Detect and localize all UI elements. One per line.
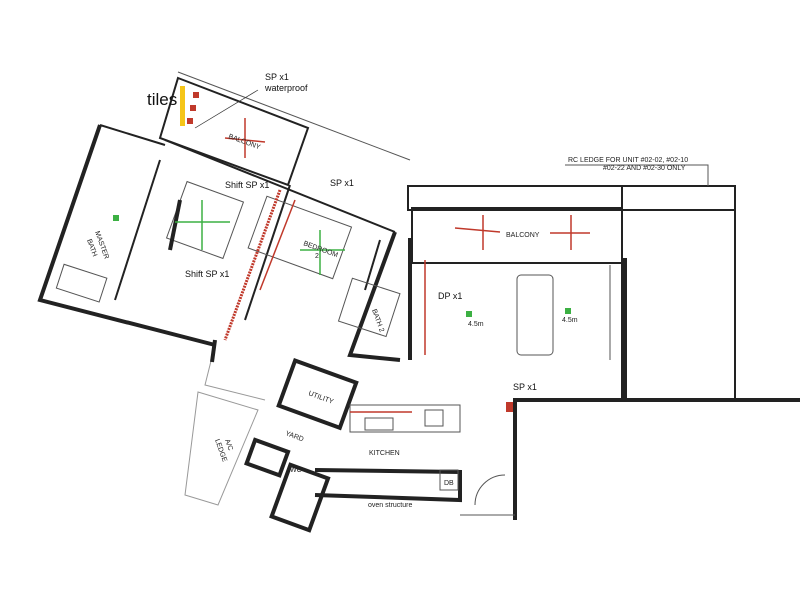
shift-sp-note: Shift SP x1 — [225, 180, 269, 190]
room-label-yard: YARD — [284, 430, 304, 443]
room-label-bedroom-2: 2 — [315, 253, 319, 260]
room-label-balcony-main: BALCONY — [506, 232, 540, 239]
green-markers — [113, 200, 571, 317]
height-label: 4.5m — [562, 317, 578, 324]
dp-note: DP x1 — [438, 291, 462, 301]
room-label-db: DB — [444, 480, 454, 487]
sp-note: SP x1 — [330, 178, 354, 188]
room-label-utility: UTILITY — [307, 390, 334, 406]
living-block — [407, 164, 800, 520]
waterproof-note: waterproof — [264, 83, 308, 93]
service-block — [184, 357, 515, 533]
rc-ledge-note: RC LEDGE FOR UNIT #02-02, #02-10 — [568, 157, 688, 164]
left-balcony — [158, 71, 411, 187]
room-label-ac-ledge: A/C — [223, 438, 234, 451]
rc-ledge-note: #02-22 AND #02-30 ONLY — [603, 165, 686, 172]
room-label-wc: WC — [290, 467, 302, 474]
tiles-note: tiles — [147, 90, 177, 109]
left-wing-walls — [37, 124, 401, 401]
sp-note: SP x1 — [513, 382, 537, 392]
room-label-bath-2: BATH 2 — [370, 308, 385, 333]
room-label-master-bath: BATH — [85, 238, 98, 257]
height-label: 4.5m — [468, 321, 484, 328]
shift-sp-note: Shift SP x1 — [185, 269, 229, 279]
sp-note: SP x1 — [265, 72, 289, 82]
oven-note: oven structure — [368, 502, 412, 509]
room-label-kitchen: KITCHEN — [369, 450, 400, 457]
